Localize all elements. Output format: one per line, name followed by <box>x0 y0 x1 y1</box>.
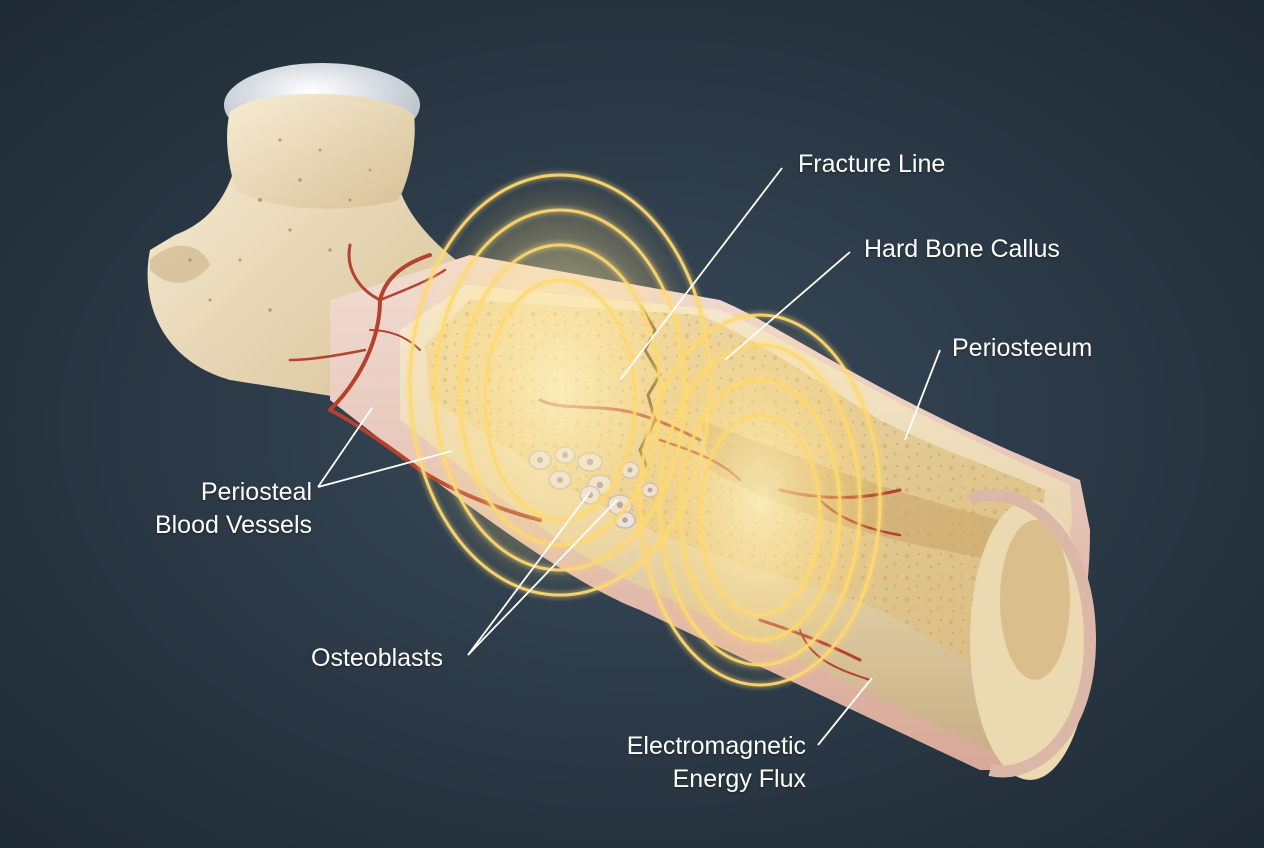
leader-fracture-line <box>619 167 783 381</box>
label-energy-flux-line1: Electromagnetic <box>626 732 806 760</box>
shaft-end-marrow <box>1000 520 1070 680</box>
bone-surface-pores <box>188 138 372 312</box>
label-periosteal-blood-vessels: Periosteal Blood Vessels <box>155 476 312 542</box>
label-periosteal-blood-vessels-line2: Blood Vessels <box>154 511 312 539</box>
label-periosteum: Periosteeum <box>952 334 1093 362</box>
shaft-end-rim <box>967 489 1097 778</box>
label-periosteal-blood-vessels-line1: Periosteal <box>200 478 312 506</box>
leader-periosteum <box>904 349 941 441</box>
label-electromagnetic-energy-flux: Electromagnetic Energy Flux <box>627 730 806 796</box>
leader-hard-bone-callus <box>724 251 851 361</box>
femoral-neck <box>227 93 415 209</box>
leader-lines <box>317 167 941 746</box>
leader-osteoblasts-a <box>467 491 591 656</box>
leader-osteoblasts-b <box>467 499 618 656</box>
leader-vessels-b <box>317 450 453 488</box>
label-energy-flux-line2: Energy Flux <box>672 765 806 793</box>
label-osteoblasts: Osteoblasts <box>311 644 444 672</box>
label-fracture-line: Fracture Line <box>798 150 946 178</box>
leader-vessels-a <box>317 407 373 488</box>
label-hard-bone-callus: Hard Bone Callus <box>864 235 1060 263</box>
electromagnetic-energy-rings <box>408 173 882 687</box>
leader-energy-flux <box>817 677 873 746</box>
greater-trochanter-shadow <box>150 245 210 283</box>
